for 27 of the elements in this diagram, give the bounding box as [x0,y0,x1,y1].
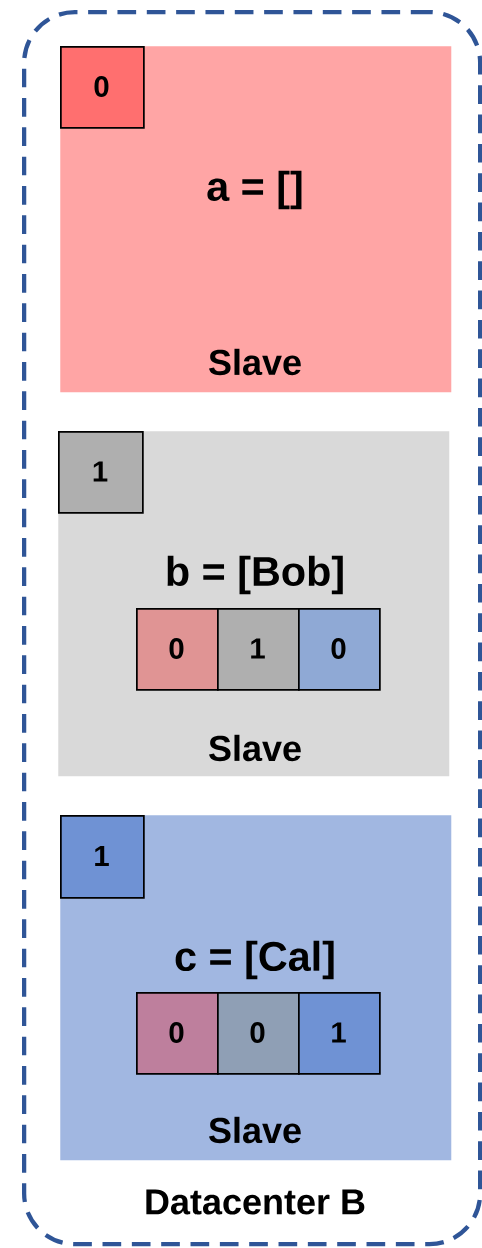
server-panel [60,46,452,393]
variable-label: b = [Bob] [167,555,343,595]
datacenter-frame [22,10,482,1247]
index-square [60,815,145,899]
cell-value: 1 [251,638,265,659]
role-label: Slave [209,1116,301,1144]
index-square [60,46,145,129]
role-label: Slave [209,348,301,376]
vector-cell [217,992,300,1075]
cell-value: 0 [331,638,346,659]
vector-cell [136,608,219,691]
cell-value: 0 [250,1022,265,1043]
cell-value: 0 [169,1022,184,1043]
role-label: Slave [209,734,301,762]
vector-cell [217,608,300,691]
vector-cell [136,992,219,1075]
cell-value: 0 [169,638,184,659]
index-number: 1 [93,461,108,482]
index-square [58,431,144,514]
variable-label: a = [] [207,170,302,210]
vector-cell [298,992,381,1075]
cell-value: 1 [332,1022,346,1043]
vector-cell [298,608,381,691]
index-number: 0 [94,76,109,97]
index-number: 1 [95,845,109,867]
datacenter-label: Datacenter B [146,1189,365,1215]
variable-label: c = [Cal] [175,940,334,980]
